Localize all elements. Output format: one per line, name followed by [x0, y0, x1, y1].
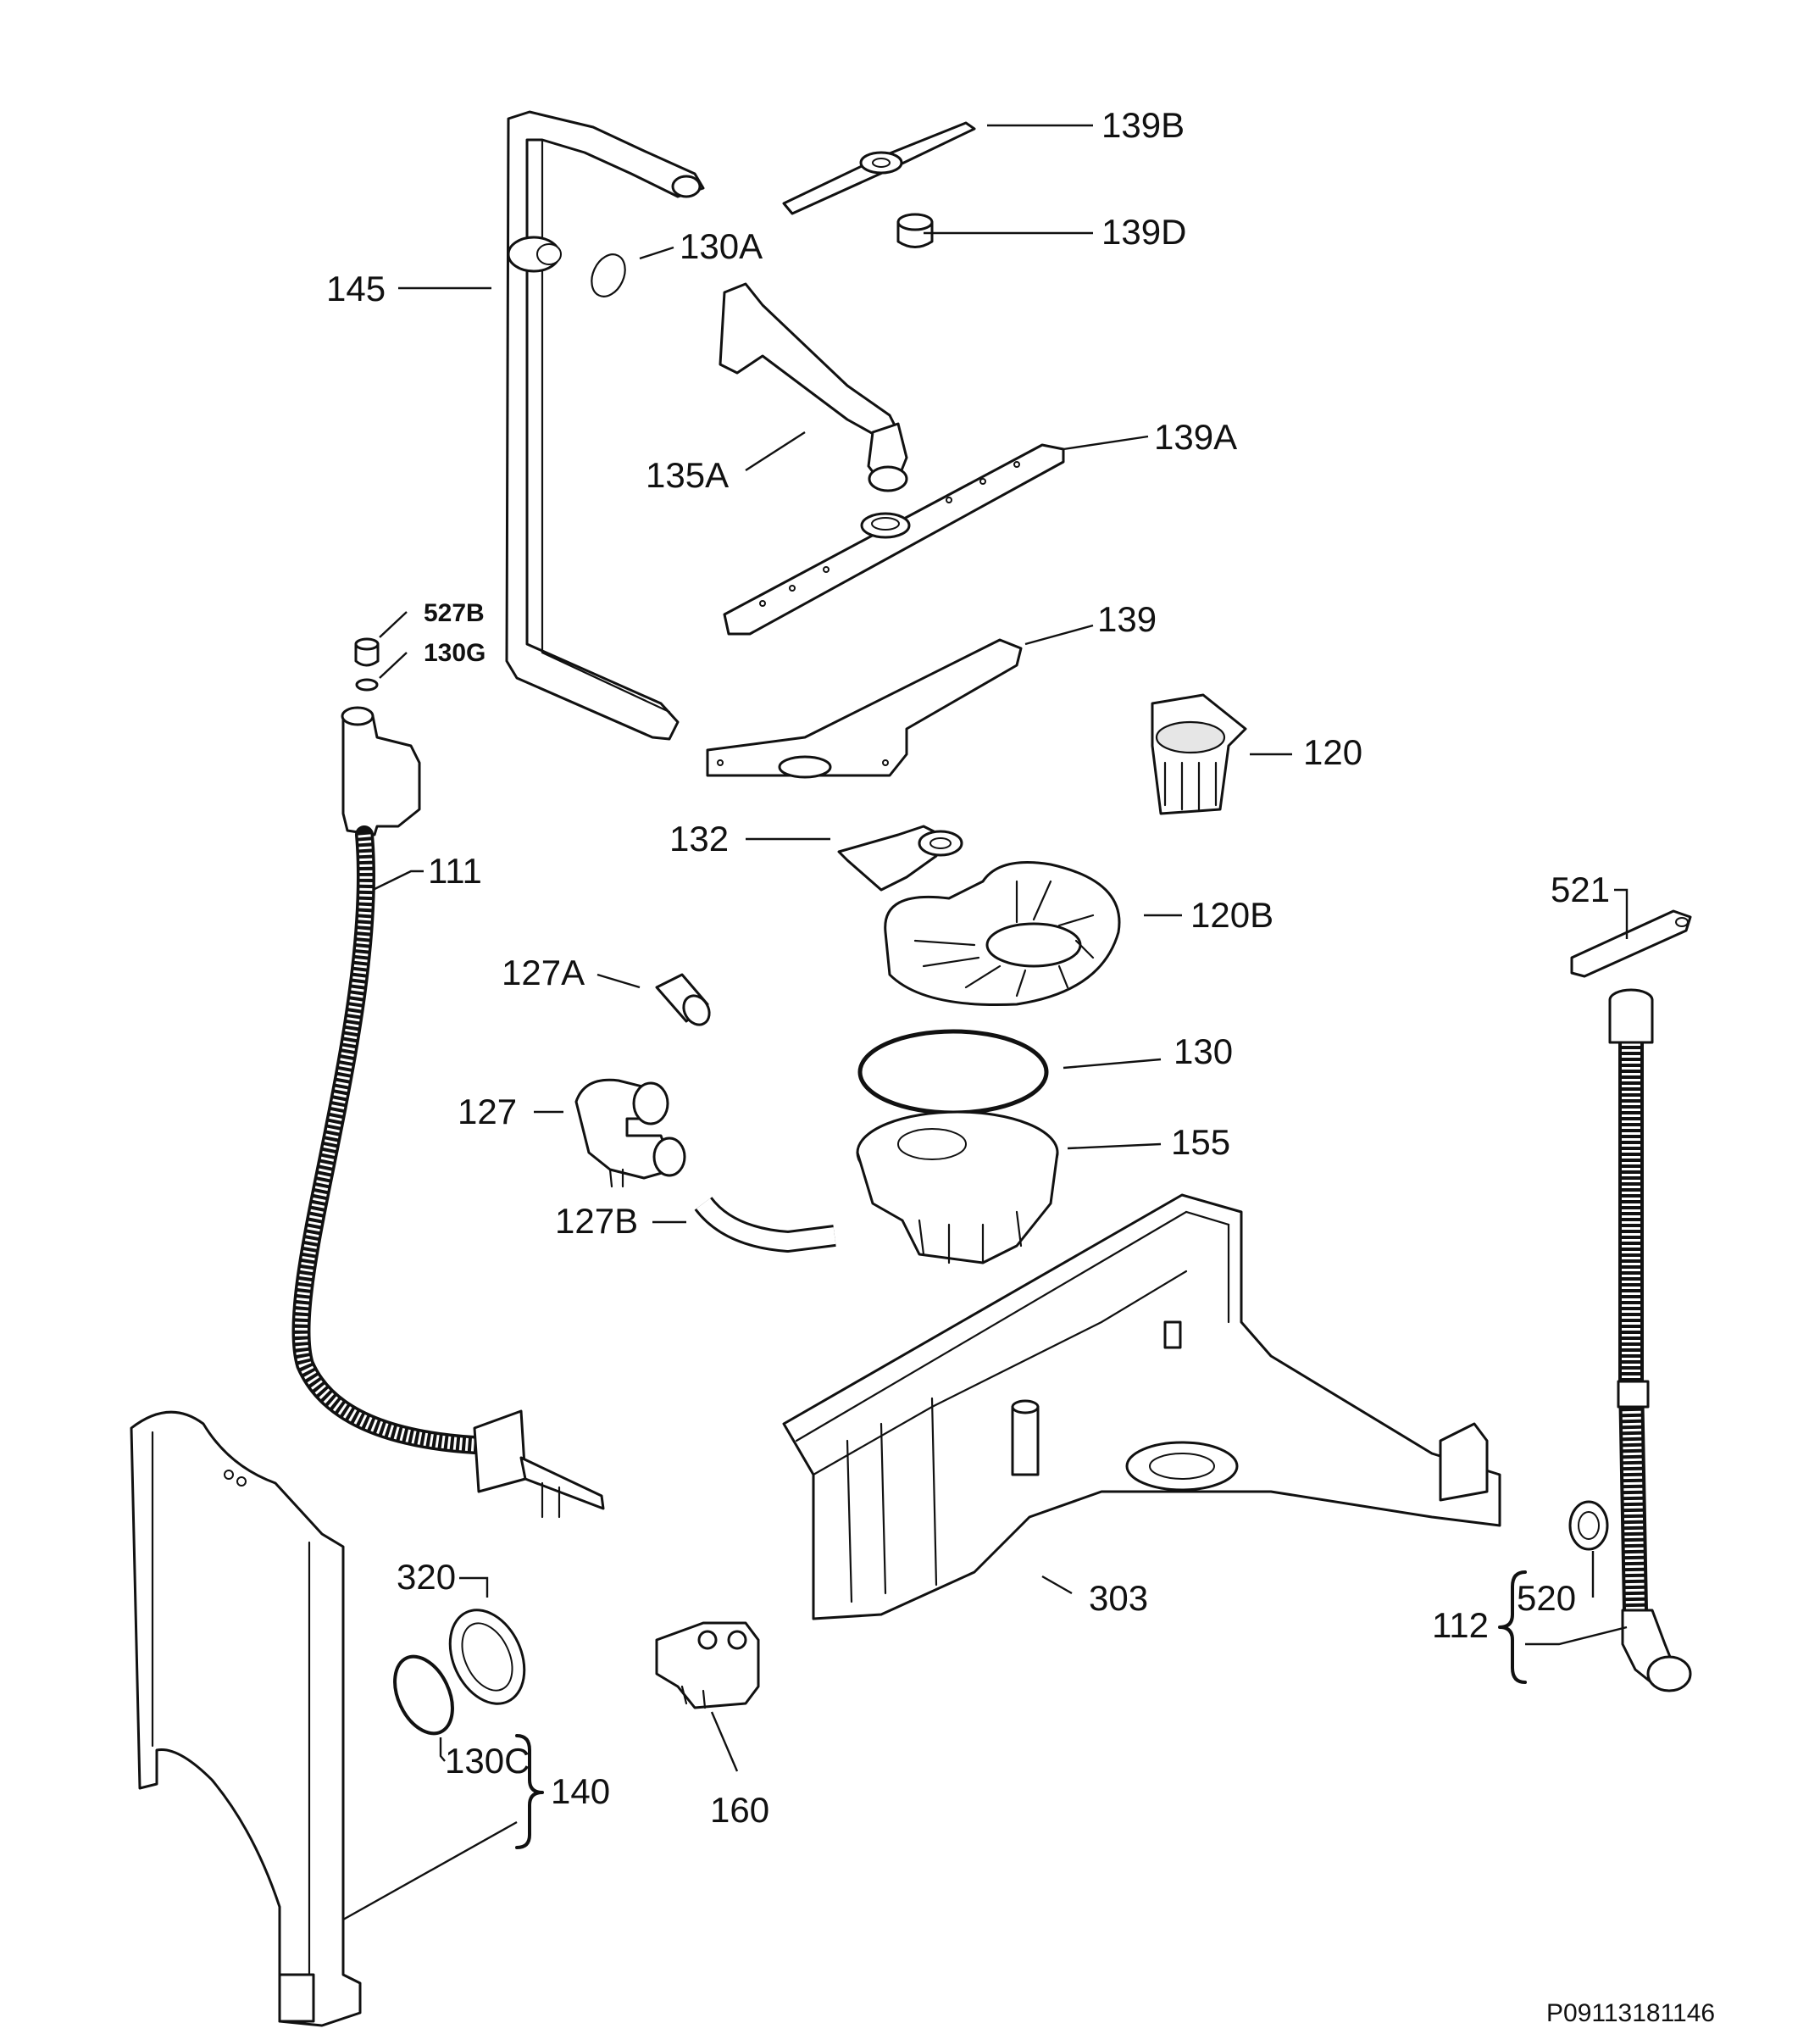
- label-127: 127: [458, 1092, 517, 1131]
- part-130a-o-ring: [591, 253, 626, 297]
- part-320-seal: [448, 1609, 526, 1705]
- label-135a: 135A: [646, 455, 729, 495]
- label-139b: 139B: [1101, 105, 1185, 145]
- brace-140: [515, 1734, 544, 1849]
- label-139a: 139A: [1154, 417, 1237, 457]
- label-130g: 130G: [424, 639, 486, 667]
- label-320: 320: [397, 1557, 456, 1597]
- label-527b: 527B: [424, 599, 485, 627]
- label-120b: 120B: [1190, 895, 1273, 935]
- part-303-base: [782, 1193, 1501, 1620]
- label-521: 521: [1551, 870, 1610, 909]
- label-145: 145: [326, 269, 386, 308]
- part-145-supply-pipe: [505, 110, 705, 741]
- label-130: 130: [1174, 1031, 1233, 1071]
- part-111-inlet-hose: [291, 706, 605, 1519]
- label-303: 303: [1089, 1578, 1148, 1618]
- part-527b-nut: [354, 637, 380, 667]
- label-130c: 130C: [445, 1741, 530, 1781]
- part-127a-sleeve: [655, 973, 711, 1026]
- label-111: 111: [428, 851, 482, 891]
- label-127b: 127B: [555, 1201, 638, 1241]
- part-127-elbow: [574, 1078, 686, 1188]
- part-140-side-panel: [130, 1410, 362, 2027]
- label-139: 139: [1097, 599, 1157, 639]
- label-160: 160: [710, 1790, 769, 1830]
- part-130c-seal: [393, 1654, 454, 1736]
- part-labels: 139B 139D 130A 145 139A 135A 527B 130G 1…: [326, 105, 1715, 2027]
- part-120b-filter-plate: [884, 861, 1121, 1007]
- label-155: 155: [1171, 1122, 1230, 1162]
- part-112-drain-hose: [1608, 988, 1692, 1692]
- part-139a-middle-spray-arm: [723, 443, 1065, 636]
- label-520: 520: [1517, 1578, 1576, 1618]
- part-139-lower-spray-arm: [706, 638, 1023, 779]
- part-160-valve: [655, 1621, 760, 1709]
- part-521-clip: [1570, 909, 1692, 978]
- label-140: 140: [551, 1771, 610, 1811]
- label-112: 112: [1432, 1605, 1489, 1645]
- part-132-bracket: [837, 825, 963, 892]
- label-120: 120: [1303, 732, 1362, 772]
- part-135a-spray-arm-holder: [719, 282, 908, 492]
- label-139d: 139D: [1101, 212, 1186, 252]
- part-139b-top-spray-arm: [782, 121, 976, 215]
- part-139d-nut: [896, 213, 934, 248]
- part-520-grommet: [1568, 1500, 1609, 1551]
- part-130-seal-ring: [857, 1029, 1049, 1115]
- brace-112: [1498, 1570, 1527, 1684]
- part-155-sump: [856, 1110, 1059, 1264]
- label-130a: 130A: [680, 226, 763, 266]
- leader-lines: [342, 124, 1629, 1921]
- part-120-filter: [1151, 693, 1247, 815]
- label-127a: 127A: [502, 953, 585, 992]
- label-132: 132: [669, 819, 729, 859]
- part-130g-washer: [355, 678, 379, 692]
- drawing-reference-number: P09113181146: [1546, 1999, 1715, 2027]
